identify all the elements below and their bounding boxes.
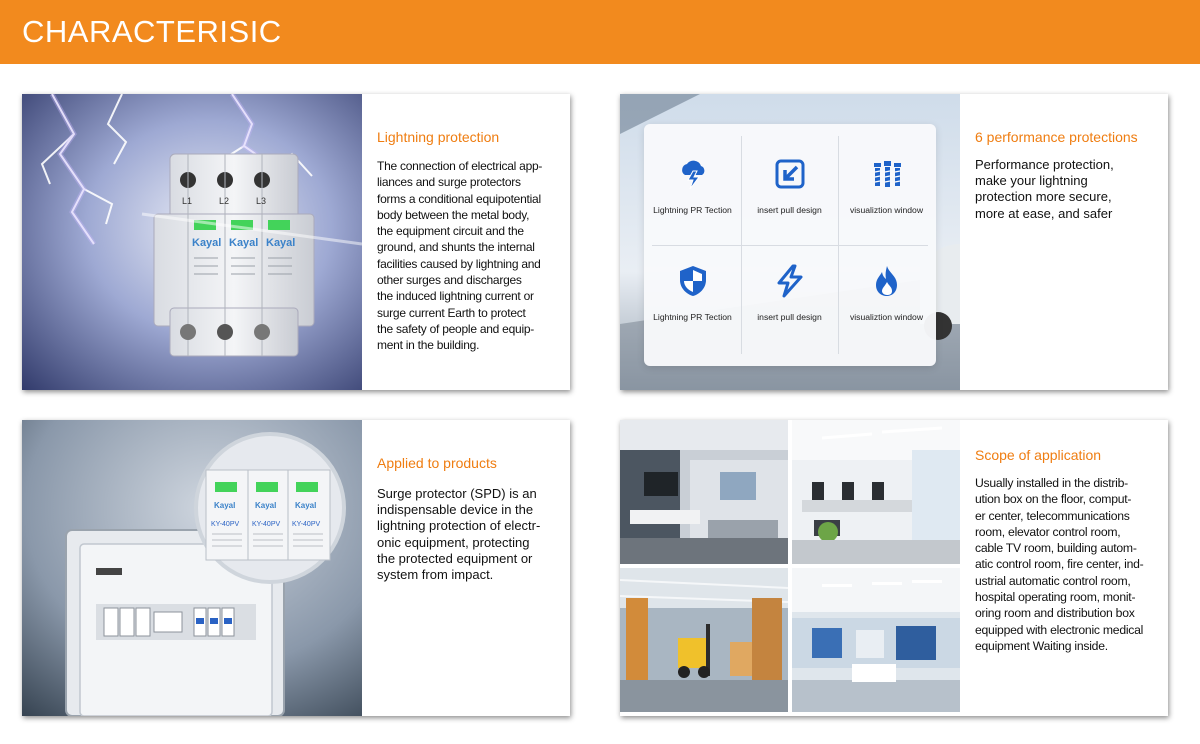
photo-hospital — [792, 568, 960, 712]
feature-insert-pull-design: insert pull design — [741, 139, 838, 233]
applied-body: Surge protector (SPD) is an indispensabl… — [377, 486, 540, 583]
body-line: system from impact. — [377, 567, 494, 583]
body-line: body between the metal body, — [377, 207, 530, 222]
body-line: onic equipment, protecting — [377, 534, 530, 550]
body-line: facilities caused by lightning and — [377, 256, 541, 271]
scope-photo-grid — [620, 420, 960, 716]
feature-visualiztion-window-2: visualiztion window — [838, 246, 935, 340]
body-line: the induced lightning current or — [377, 289, 534, 304]
lightning-cloud-icon — [682, 160, 705, 190]
performance-body: Performance protection, make your lightn… — [975, 157, 1114, 222]
feature-insert-pull-design-2: insert pull design — [741, 246, 838, 340]
photo-office — [792, 420, 960, 564]
body-line: ustrial automatic control room, — [975, 573, 1131, 588]
insert-arrow-icon — [775, 159, 805, 189]
lightning-body: The connection of electrical app- liance… — [377, 158, 542, 354]
body-line: hospital operating room, monit- — [975, 590, 1136, 605]
body-line: more at ease, and safer — [975, 205, 1113, 221]
body-line: lightning protection of electr- — [377, 518, 541, 534]
box-brand-3: Kayal — [295, 501, 316, 510]
header-bar: CHARACTERISIC — [0, 0, 1200, 64]
performance-background-image: Lightning PR Tection insert pull design — [620, 94, 960, 390]
feature-label: visualiztion window — [849, 205, 924, 215]
feature-label: visualiztion window — [849, 312, 924, 322]
body-line: other surges and discharges — [377, 273, 522, 288]
body-line: make your lightning — [975, 173, 1088, 189]
scope-heading: Scope of application — [975, 447, 1102, 463]
body-line: surge current Earth to protect — [377, 305, 526, 320]
shield-icon — [680, 266, 706, 296]
box-brand-1: Kayal — [214, 501, 235, 510]
distribution-box-image: Kayal Kayal Kayal KY-40PV KY-40PV KY-40P… — [22, 420, 362, 716]
body-line: the protected equipment or — [377, 550, 533, 566]
bolt-icon — [777, 264, 803, 298]
body-line: equipment Waiting inside. — [975, 638, 1108, 653]
feature-lightning-pr-tection-2: Lightning PR Tection — [644, 246, 741, 340]
device-brand-3: Kayal — [266, 237, 295, 249]
performance-heading: 6 performance protections — [975, 129, 1138, 145]
body-line: room, elevator control room, — [975, 524, 1121, 539]
feature-panel: Lightning PR Tection insert pull design — [644, 124, 936, 366]
body-line: ground, and shunts the internal — [377, 240, 535, 255]
feature-lightning-pr-tection: Lightning PR Tection — [644, 139, 741, 233]
body-line: liances and surge protectors — [377, 175, 521, 190]
card-lightning-protection: L1 L2 L3 Kayal Kayal Kayal Lightning pro… — [22, 94, 570, 390]
body-line: ment in the building. — [377, 338, 480, 353]
body-line: oring room and distribution box — [975, 606, 1135, 621]
body-line: protection more secure, — [975, 189, 1112, 205]
body-line: the equipment circuit and the — [377, 224, 524, 239]
card-performance-protections: Lightning PR Tection insert pull design — [620, 94, 1168, 390]
body-line: er center, telecommunications — [975, 508, 1130, 523]
feature-label: insert pull design — [757, 312, 822, 322]
scope-body: Usually installed in the distrib- ution … — [975, 475, 1144, 654]
body-line: atic control room, fire center, ind- — [975, 557, 1144, 572]
body-line: forms a conditional equipotential — [377, 191, 541, 206]
photo-warehouse — [620, 568, 788, 712]
box-model-1: KY-40PV — [211, 521, 239, 528]
box-model-3: KY-40PV — [292, 521, 320, 528]
applied-heading: Applied to products — [377, 455, 497, 471]
screws-icon — [874, 161, 901, 187]
body-line: Usually installed in the distrib- — [975, 476, 1128, 490]
page-title: CHARACTERISIC — [22, 14, 282, 49]
lightning-device-image: L1 L2 L3 Kayal Kayal Kayal — [22, 94, 362, 390]
box-model-2: KY-40PV — [252, 521, 280, 528]
lightning-heading: Lightning protection — [377, 129, 500, 145]
feature-label: insert pull design — [757, 205, 822, 215]
device-brand-1: Kayal — [192, 237, 221, 249]
box-brand-2: Kayal — [255, 501, 276, 510]
body-line: the safety of people and equip- — [377, 321, 535, 336]
terminal-label-l1: L1 — [182, 196, 192, 206]
body-line: Performance protection, — [975, 157, 1114, 172]
body-line: indispensable device in the — [377, 502, 534, 518]
photo-living-room — [620, 420, 788, 564]
card-applied-to-products: Kayal Kayal Kayal KY-40PV KY-40PV KY-40P… — [22, 420, 570, 716]
body-line: equipped with electronic medical — [975, 622, 1144, 637]
flame-icon — [876, 266, 897, 296]
feature-label: Lightning PR Tection — [653, 205, 732, 215]
device-brand-2: Kayal — [229, 237, 258, 249]
terminal-label-l2: L2 — [219, 196, 229, 206]
body-line: ution box on the floor, comput- — [975, 492, 1132, 507]
terminal-label-l3: L3 — [256, 196, 266, 206]
feature-visualiztion-window: visualiztion window — [838, 139, 935, 233]
card-scope-of-application: Scope of application Usually installed i… — [620, 420, 1168, 716]
feature-label: Lightning PR Tection — [653, 312, 732, 322]
body-line: cable TV room, building autom- — [975, 541, 1137, 556]
body-line: Surge protector (SPD) is an — [377, 486, 537, 501]
body-line: The connection of electrical app- — [377, 159, 543, 173]
